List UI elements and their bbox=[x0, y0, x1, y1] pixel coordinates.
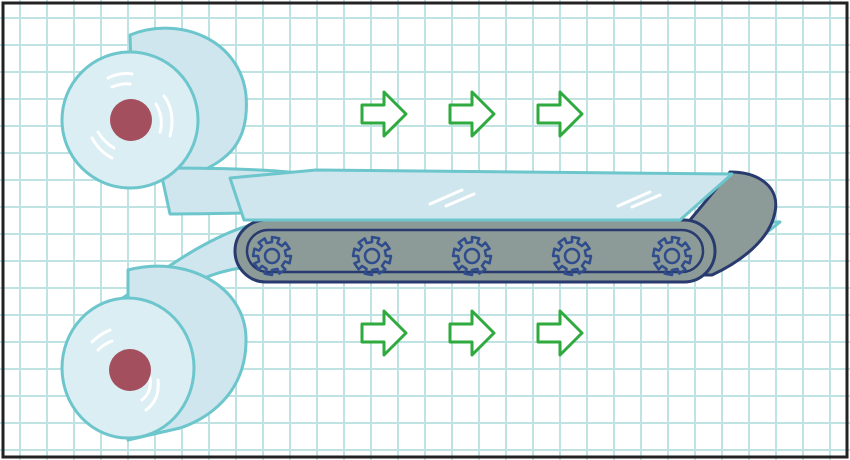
lower-roll-core bbox=[109, 349, 151, 391]
arrow-right-icon bbox=[536, 90, 584, 138]
arrow-right-icon bbox=[448, 309, 496, 357]
gear-icon bbox=[251, 235, 293, 277]
conveyor-belt bbox=[233, 170, 778, 284]
gear-icon bbox=[351, 235, 393, 277]
gear-icon bbox=[651, 235, 693, 277]
gear-icon bbox=[451, 235, 493, 277]
arrow-right-icon bbox=[360, 90, 408, 138]
top-film-strip bbox=[228, 168, 734, 222]
gear-icon bbox=[551, 235, 593, 277]
upper-roll-core bbox=[110, 99, 152, 141]
arrow-right-icon bbox=[448, 90, 496, 138]
upper-film-roll bbox=[60, 26, 322, 216]
arrow-right-icon bbox=[536, 309, 584, 357]
arrow-right-icon bbox=[360, 309, 408, 357]
